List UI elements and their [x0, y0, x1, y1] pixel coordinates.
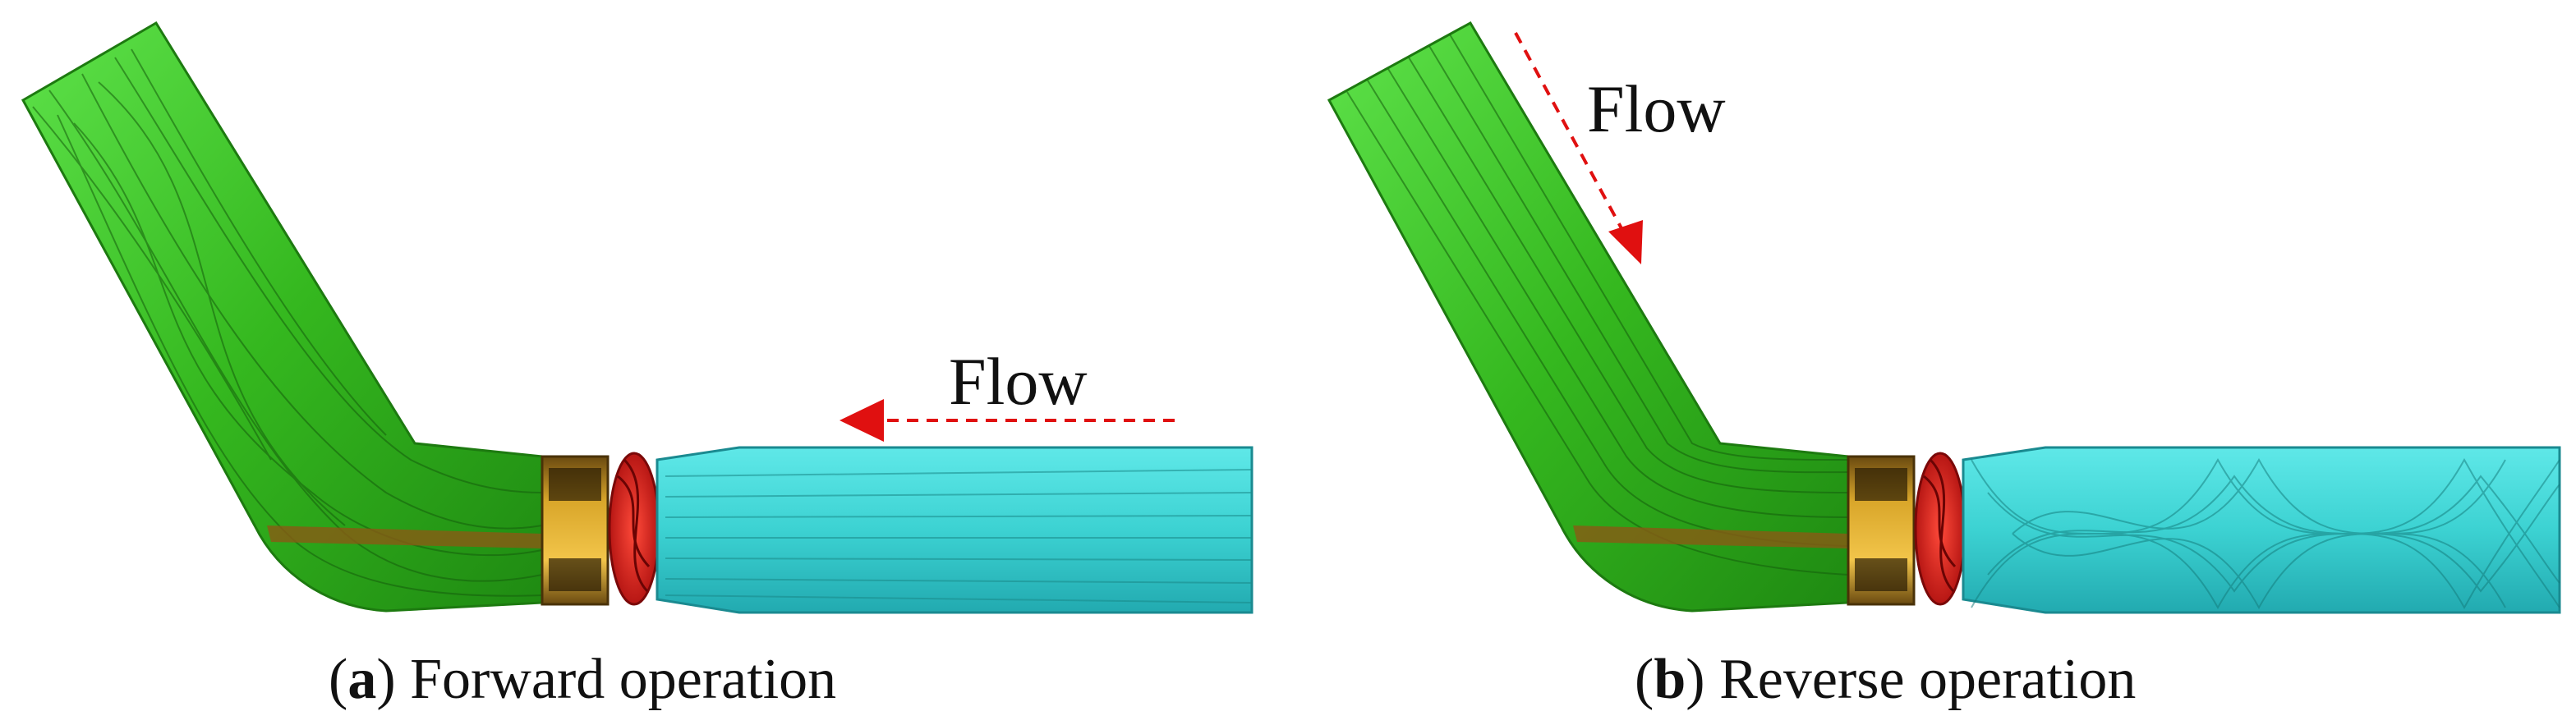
caption-text-a: Forward operation	[410, 648, 836, 711]
inlet-pipe-b	[1962, 446, 2561, 614]
caption-letter-a: a	[347, 648, 376, 711]
flow-arrow-b	[1514, 32, 1643, 264]
flow-label-a: Flow	[949, 344, 1088, 419]
guide-vanes-a	[540, 455, 610, 606]
caption-b: (b) Reverse operation	[1635, 648, 2136, 711]
guide-vanes-b	[1847, 455, 1916, 606]
inlet-pipe-a	[656, 446, 1254, 614]
flow-arrow-a	[840, 399, 1175, 442]
draft-tube-a	[21, 21, 544, 613]
caption-text-b: Reverse operation	[1719, 648, 2136, 711]
draft-tube-b	[1327, 21, 1850, 613]
caption-a: (a) Forward operation	[329, 648, 836, 711]
panel-a: Flow (a) Forward operation	[21, 21, 1254, 711]
runner-a	[608, 452, 660, 606]
runner-b	[1914, 452, 1966, 606]
caption-letter-b: b	[1654, 648, 1686, 711]
panel-b: Flow (b) Reverse operation	[1327, 21, 2561, 711]
flow-label-b: Flow	[1587, 71, 1726, 146]
